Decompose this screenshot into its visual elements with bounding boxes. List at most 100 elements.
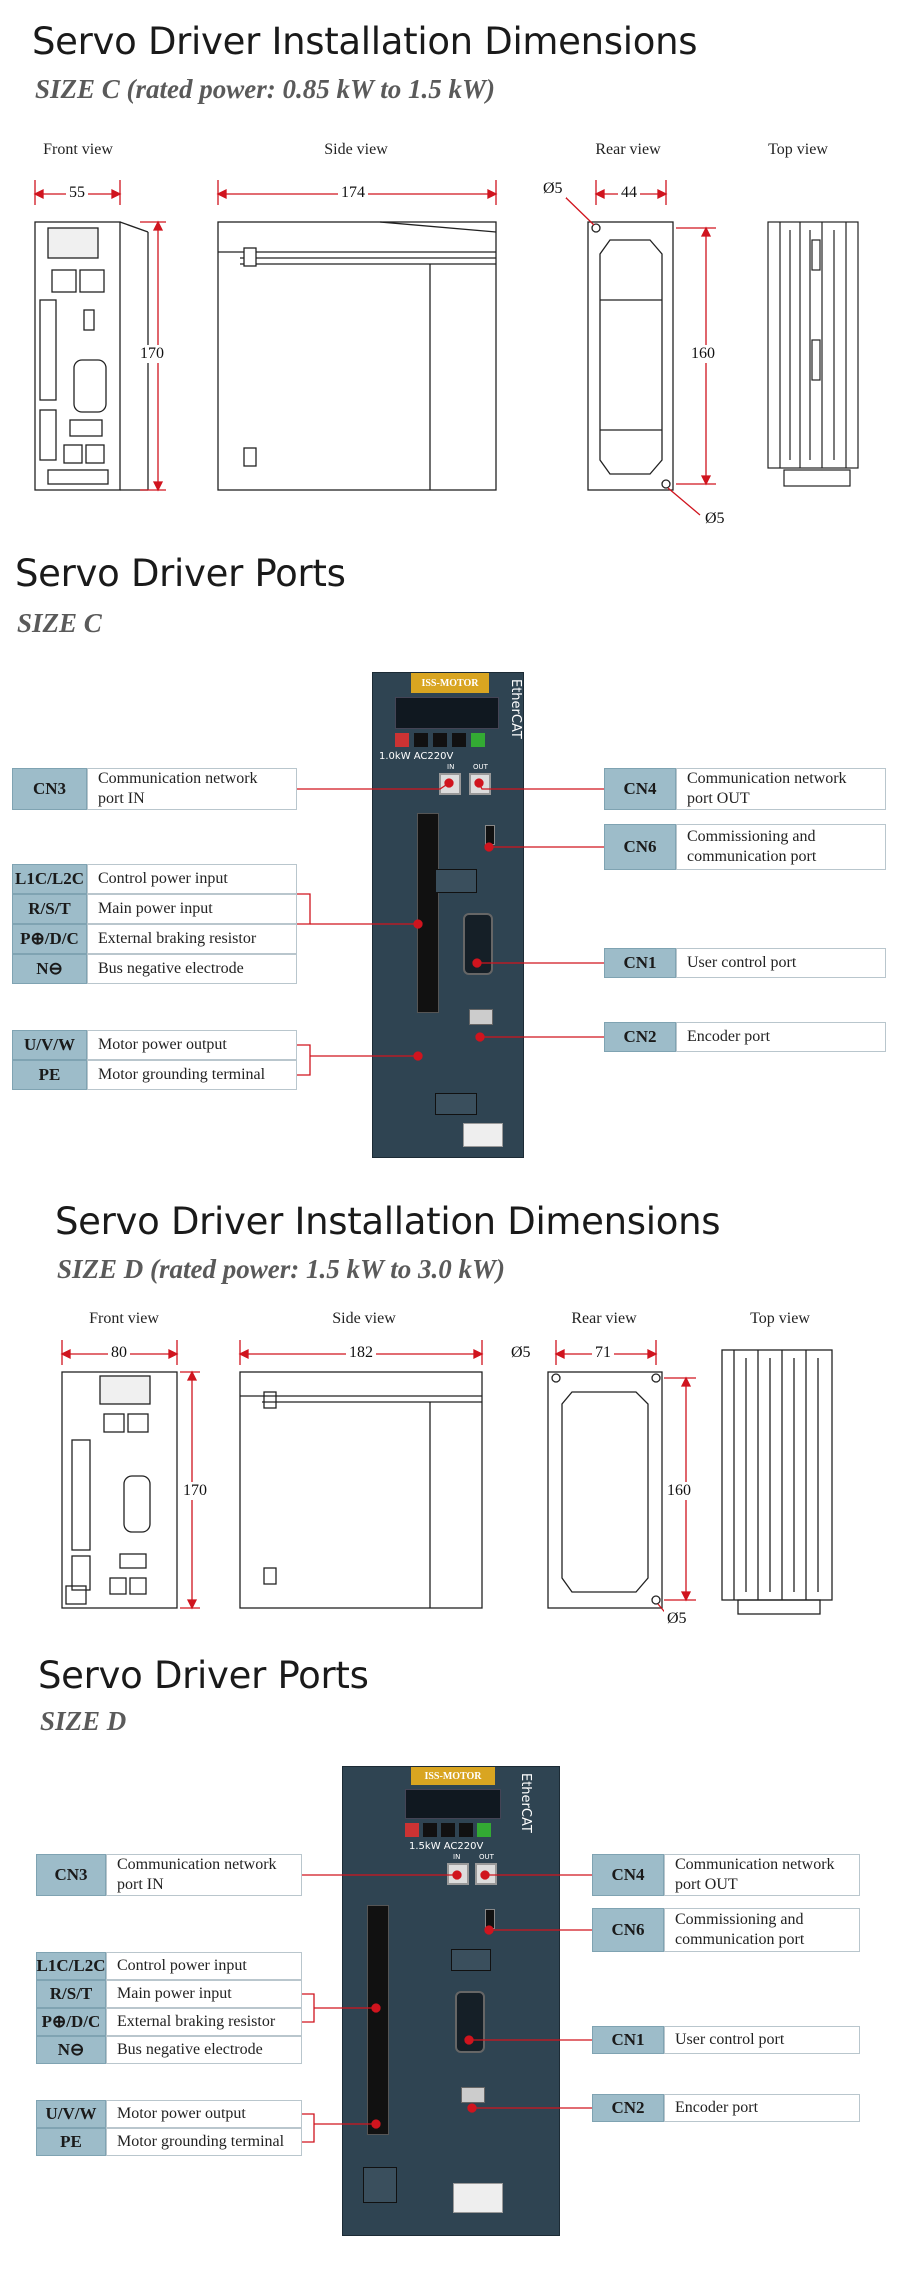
size-c-cn1-desc: User control port xyxy=(676,948,886,978)
size-d-dimensions-title: Servo Driver Installation Dimensions xyxy=(55,1200,721,1243)
size-d-cn1-code: CN1 xyxy=(592,2026,664,2054)
size-c-pdc-code: P⊕/D/C xyxy=(12,924,87,954)
size-d-pdc-desc: External braking resistor xyxy=(106,2008,302,2036)
size-d-rear-hole-bottom-dimension: Ø5 xyxy=(664,1610,690,1628)
size-c-cn4-desc: Communication network port OUT xyxy=(676,768,886,810)
size-c-display xyxy=(395,697,499,729)
size-c-front-view-drawing xyxy=(33,180,166,492)
size-c-rst-desc: Main power input xyxy=(87,894,297,924)
size-d-rear-hole-dimension: Ø5 xyxy=(508,1344,534,1362)
size-d-ground-terminal xyxy=(453,2183,503,2213)
size-c-cn7-slot xyxy=(435,1093,477,1115)
size-c-brand-badge: ISS-MOTOR xyxy=(411,673,489,693)
size-d-rear-view-label: Rear view xyxy=(571,1310,637,1327)
rear-view-label: Rear view xyxy=(595,141,661,158)
size-d-uvw-desc: Motor power output xyxy=(106,2100,302,2128)
size-c-top-view-drawing xyxy=(767,221,859,487)
size-d-cn2-desc: Encoder port xyxy=(664,2094,860,2122)
size-c-cn2-code: CN2 xyxy=(604,1022,676,1052)
size-d-l1c-desc: Control power input xyxy=(106,1952,302,1980)
size-d-rst-desc: Main power input xyxy=(106,1980,302,2008)
size-d-rear-height-dimension: 160 xyxy=(664,1482,694,1500)
size-c-label-slot xyxy=(435,869,477,893)
size-c-in-label: IN xyxy=(447,763,455,771)
size-d-dimensions-subtitle: SIZE D (rated power: 1.5 kW to 3.0 kW) xyxy=(57,1254,506,1284)
size-d-cn2-code: CN2 xyxy=(592,2094,664,2122)
size-c-uvw-desc: Motor power output xyxy=(87,1030,297,1060)
size-c-ports-title: Servo Driver Ports xyxy=(15,552,346,595)
side-view-label: Side view xyxy=(324,141,388,158)
size-c-ports-subtitle: SIZE C xyxy=(17,608,102,638)
size-d-cn2-port[interactable] xyxy=(461,2087,485,2103)
size-d-ports-title: Servo Driver Ports xyxy=(38,1654,369,1697)
size-c-pdc-desc: External braking resistor xyxy=(87,924,297,954)
size-c-dimensions-title: Servo Driver Installation Dimensions xyxy=(32,20,698,63)
size-d-cn3-desc: Communication network port IN xyxy=(106,1854,302,1896)
size-d-label-slot xyxy=(451,1949,491,1971)
size-c-leader-lines xyxy=(297,778,604,1076)
size-d-cn7-slot xyxy=(363,2167,397,2203)
size-d-dimension-drawings xyxy=(60,1340,833,1617)
size-d-cn6-desc: Commissioning and communication port xyxy=(664,1908,860,1952)
size-c-n-desc: Bus negative electrode xyxy=(87,954,297,984)
size-d-out-label: OUT xyxy=(479,1853,494,1861)
size-d-keypad[interactable] xyxy=(405,1823,501,1837)
size-d-cn3-code: CN3 xyxy=(36,1854,106,1896)
size-c-l1c-code: L1C/L2C xyxy=(12,864,87,894)
size-c-rating-label: 1.0kW AC220V xyxy=(379,751,454,762)
size-d-l1c-code: L1C/L2C xyxy=(36,1952,106,1980)
size-d-cn4-code: CN4 xyxy=(592,1854,664,1896)
size-c-pe-desc: Motor grounding terminal xyxy=(87,1060,297,1090)
rear-hole-dimension: Ø5 xyxy=(540,180,566,198)
size-c-cn3-code: CN3 xyxy=(12,768,87,810)
rear-height-dimension: 160 xyxy=(688,345,718,363)
size-d-side-depth-dimension: 182 xyxy=(346,1344,376,1362)
size-c-cn3-desc: Communication network port IN xyxy=(87,768,297,810)
size-c-rear-view-drawing xyxy=(559,180,716,516)
size-d-rating-label: 1.5kW AC220V xyxy=(409,1841,484,1852)
size-d-pdc-code: P⊕/D/C xyxy=(36,2008,106,2036)
size-d-ethercat-logo: EtherCAT xyxy=(518,1773,533,1833)
size-d-uvw-code: U/V/W xyxy=(36,2100,106,2128)
size-c-keypad[interactable] xyxy=(395,733,499,747)
size-d-power-terminal[interactable] xyxy=(367,1905,389,2135)
size-c-cn4-code: CN4 xyxy=(604,768,676,810)
size-d-height-dimension: 170 xyxy=(180,1482,210,1500)
size-c-cn2-desc: Encoder port xyxy=(676,1022,886,1052)
size-d-front-width-dimension: 80 xyxy=(108,1344,130,1362)
size-c-power-terminal[interactable] xyxy=(417,813,439,1013)
rear-pitch-dimension: 44 xyxy=(618,184,640,202)
size-c-pe-code: PE xyxy=(12,1060,87,1090)
side-depth-dimension: 174 xyxy=(338,184,368,202)
front-view-label: Front view xyxy=(43,141,113,158)
size-d-rear-pitch-dimension: 71 xyxy=(592,1344,614,1362)
front-height-dimension: 170 xyxy=(137,345,167,363)
size-d-ports-subtitle: SIZE D xyxy=(40,1706,127,1736)
size-d-cn1-desc: User control port xyxy=(664,2026,860,2054)
size-c-cn1-code: CN1 xyxy=(604,948,676,978)
size-c-cn6-desc: Commissioning and communication port xyxy=(676,824,886,870)
size-c-dimensions-subtitle: SIZE C (rated power: 0.85 kW to 1.5 kW) xyxy=(35,74,496,104)
rear-hole-bottom-dimension: Ø5 xyxy=(702,510,728,528)
size-d-brand-badge: ISS-MOTOR xyxy=(411,1767,495,1785)
size-c-uvw-code: U/V/W xyxy=(12,1030,87,1060)
size-d-front-view-label: Front view xyxy=(89,1310,159,1327)
size-c-l1c-desc: Control power input xyxy=(87,864,297,894)
size-d-in-label: IN xyxy=(453,1853,461,1861)
size-c-rst-code: R/S/T xyxy=(12,894,87,924)
size-c-n-code: N⊖ xyxy=(12,954,87,984)
size-d-pe-code: PE xyxy=(36,2128,106,2156)
size-d-display xyxy=(405,1789,501,1819)
size-d-cn6-code: CN6 xyxy=(592,1908,664,1952)
size-c-cn6-code: CN6 xyxy=(604,824,676,870)
size-d-n-code: N⊖ xyxy=(36,2036,106,2064)
size-c-ethercat-logo: EtherCAT xyxy=(508,679,523,739)
size-d-side-view-label: Side view xyxy=(332,1310,396,1327)
size-c-ground-terminal xyxy=(463,1123,503,1147)
size-d-pe-desc: Motor grounding terminal xyxy=(106,2128,302,2156)
size-c-device-body: ISS-MOTOR EtherCAT 1.0kW AC220V IN OUT xyxy=(372,672,524,1158)
size-d-n-desc: Bus negative electrode xyxy=(106,2036,302,2064)
size-c-cn2-port[interactable] xyxy=(469,1009,493,1025)
size-d-top-view-label: Top view xyxy=(750,1310,810,1327)
